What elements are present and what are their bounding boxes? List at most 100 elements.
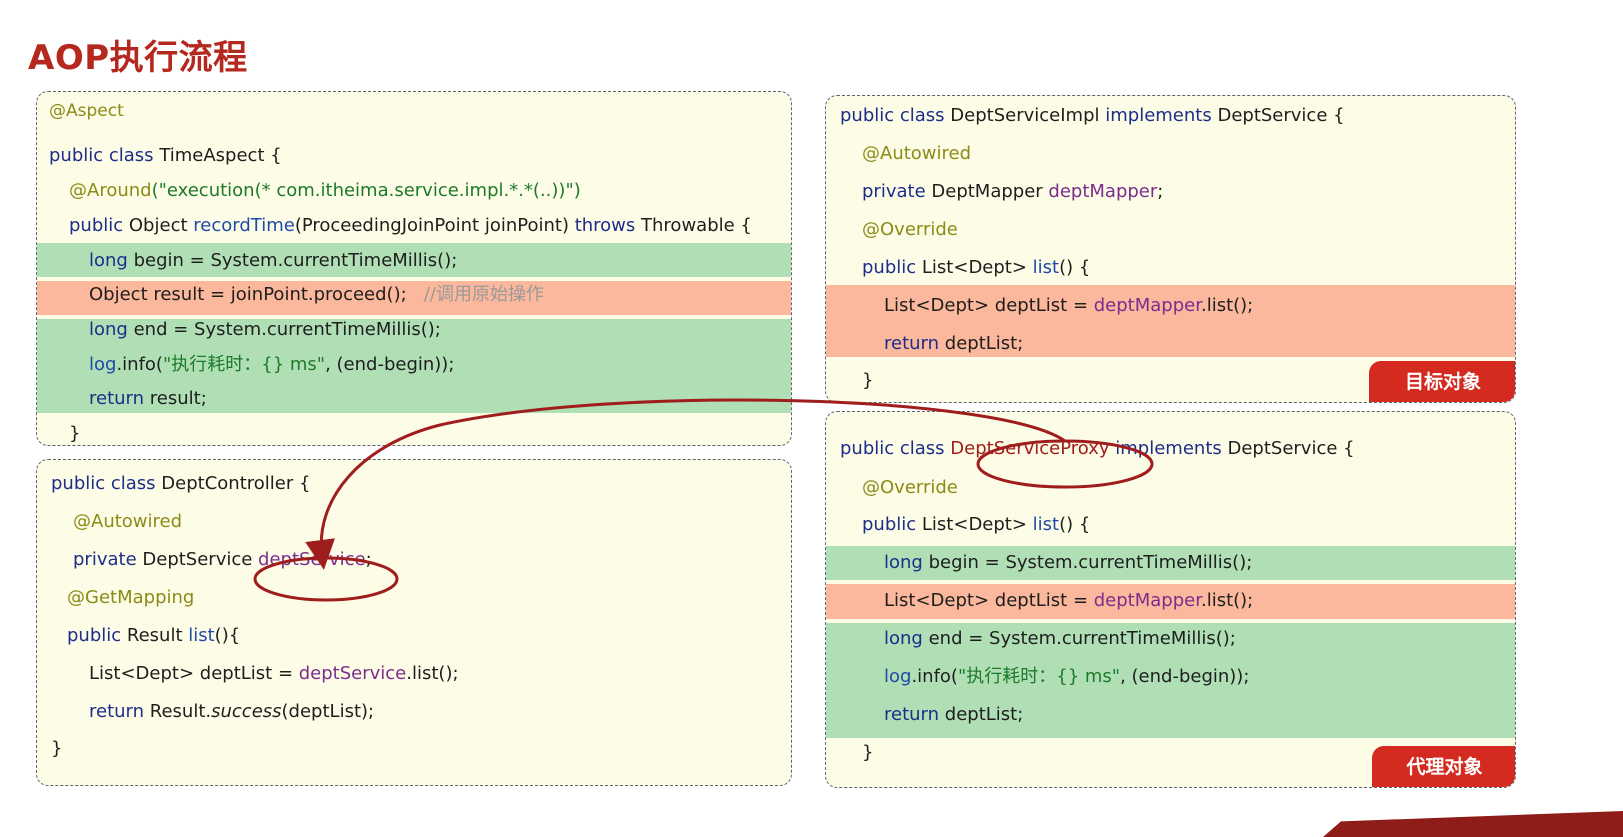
class-name: DeptController { [155,473,311,494]
method-name: recordTime [193,215,295,236]
class-name: DeptServiceImpl [944,105,1106,126]
statement: List<Dept> deptList = [89,663,299,684]
success-method: success [211,701,282,722]
highlight-original-logic [826,584,1515,619]
around-annotation: @Around [69,180,152,201]
aspect-annotation: @Aspect [49,101,124,121]
interface-name: DeptService { [1221,438,1355,459]
list-method-signature: public Result list(){ [67,624,791,648]
keyword: public class [840,105,945,126]
list-method-signature: public List<Dept> list() { [862,513,1515,537]
return-line: return deptList; [884,703,1515,727]
field-type: DeptService [136,549,259,570]
log-call: .info( [911,666,958,687]
dept-list-line: List<Dept> deptList = deptService.list()… [89,662,791,686]
end-time-line: long end = System.currentTimeMillis(); [884,627,1515,651]
proxy-object-badge: 代理对象 [1372,746,1515,787]
closing-brace: } [51,738,63,759]
log-message: "执行耗时：{} ms" [162,354,326,375]
around-annotation-line: @Around("execution(* com.itheima.service… [69,179,791,203]
log-object: log [884,666,912,687]
highlight-proceed-call [37,281,791,315]
method-parens: () { [1059,257,1091,278]
proxy-class-declaration: public class DeptServiceProxy implements… [840,437,1515,461]
keyword: public class [840,438,951,459]
closing-brace: } [862,370,874,391]
method-parens: (){ [214,625,241,646]
field-ref: deptMapper [1093,295,1201,316]
field-name: deptService [258,549,366,570]
keyword: public [862,514,917,535]
method-params: (ProceedingJoinPoint joinPoint) [294,215,575,236]
impl-class-declaration: public class DeptServiceImpl implements … [840,104,1515,128]
field-ref: deptService [298,663,407,684]
throwable: Throwable { [635,215,752,236]
return-line: return result; [89,387,791,411]
aspect-class-declaration: public class TimeAspect { [49,144,791,168]
dept-controller-code-panel: public class DeptController { @Autowired… [36,459,792,786]
override-annotation: @Override [862,219,958,240]
log-line: log.info("执行耗时：{} ms", (end-begin)); [884,665,1515,689]
keyword: return [89,388,145,409]
field-type: DeptMapper [925,181,1049,202]
keyword: public class [49,145,154,166]
log-message: "执行耗时：{} ms" [957,666,1121,687]
closing-brace: } [69,423,81,444]
keyword: public [67,625,122,646]
log-line: log.info("执行耗时：{} ms", (end-begin)); [89,353,791,377]
highlight-after-advice [37,319,791,413]
keyword: return [884,704,940,725]
keyword: public class [51,473,156,494]
dept-list-line: List<Dept> deptList = deptMapper.list(); [884,294,1515,318]
statement: List<Dept> deptList = [884,590,1094,611]
result-class: Result. [144,701,212,722]
list-method-signature: public List<Dept> list() { [862,256,1515,280]
begin-time-line: long begin = System.currentTimeMillis(); [89,249,791,273]
method-call: .list(); [406,663,459,684]
dept-service-proxy-code-panel: public class DeptServiceProxy implements… [825,411,1516,788]
record-time-signature: public Object recordTime(ProceedingJoinP… [69,214,791,238]
method-name: list [1032,514,1060,535]
return-args: (deptList); [281,701,375,722]
keyword: long [89,319,128,340]
statement: deptList; [939,333,1024,354]
field-name: deptMapper [1048,181,1158,202]
statement: end = System.currentTimeMillis(); [922,628,1236,649]
target-object-badge: 目标对象 [1369,361,1515,402]
end-time-line: long end = System.currentTimeMillis(); [89,318,791,342]
log-args: , (end-begin)); [325,354,455,375]
semicolon: ; [365,549,372,570]
time-aspect-code-panel: @Aspect public class TimeAspect { @Aroun… [36,91,792,446]
statement: deptList; [939,704,1024,725]
semicolon: ; [1157,181,1164,202]
keyword: private [73,549,137,570]
highlight-before-advice [37,243,791,277]
controller-class-declaration: public class DeptController { [51,472,791,496]
slide-title: AOP执行流程 [28,38,248,78]
field-ref: deptMapper [1093,590,1201,611]
return-type: List<Dept> [916,257,1033,278]
method-call: .list(); [1200,295,1254,316]
log-args: , (end-begin)); [1120,666,1250,687]
code-comment: //调用原始操作 [423,284,544,305]
class-name: TimeAspect { [159,145,282,166]
return-line: return deptList; [884,332,1515,356]
keyword: public [862,257,917,278]
keyword: long [884,552,923,573]
keyword: implements [1105,105,1212,126]
getmapping-annotation: @GetMapping [67,587,195,608]
keyword: private [862,181,926,202]
statement: begin = System.currentTimeMillis(); [922,552,1253,573]
highlight-after-advice [826,623,1515,738]
statement: result; [144,388,207,409]
statement: begin = System.currentTimeMillis(); [127,250,458,271]
method-parens: () { [1059,514,1091,535]
keyword: long [884,628,923,649]
statement: List<Dept> deptList = [884,295,1094,316]
dept-mapper-field: private DeptMapper deptMapper; [862,180,1515,204]
keyword: public [69,215,124,236]
dept-service-impl-code-panel: public class DeptServiceImpl implements … [825,95,1516,403]
keyword: return [884,333,940,354]
log-call: .info( [116,354,163,375]
return-type: List<Dept> [916,514,1033,535]
